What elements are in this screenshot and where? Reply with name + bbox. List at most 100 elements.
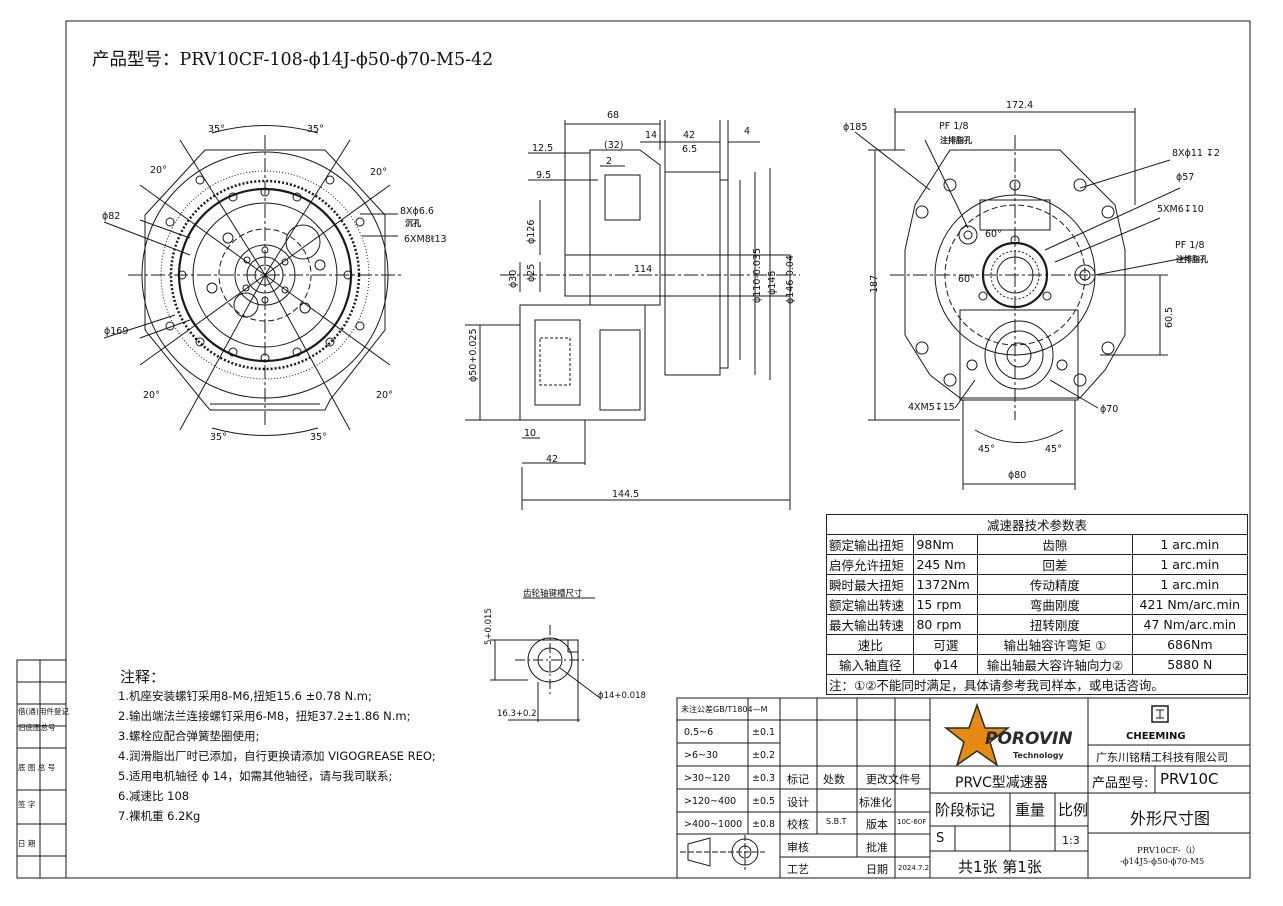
dimension-label: ϕ30 (508, 270, 519, 288)
cell-text: 日期 (866, 863, 888, 876)
spec-footnote: 注：①②不能同时满足，具体请参考我司样本，或电话咨询。 (826, 674, 1248, 695)
side-view (465, 120, 800, 510)
tolerance-range: >120~400 (684, 796, 737, 807)
spec-cell: 扭转刚度 (977, 614, 1133, 635)
angle-label: 20° (376, 390, 393, 401)
tolerance-range: 0.5~6 (684, 727, 714, 738)
spec-cell: 额定输出转速 (825, 594, 915, 615)
dimension-label: 45° (978, 444, 995, 455)
spec-cell: ϕ14 (913, 654, 979, 675)
cell-text: 校核 (787, 818, 809, 831)
title-block-grid (676, 697, 1251, 879)
dimension-label: 68 (607, 110, 619, 121)
spec-cell: 输出轴容许弯矩 ① (977, 634, 1133, 655)
spec-cell: 1 arc.min (1131, 554, 1249, 575)
spec-cell: 1372Nm (913, 574, 979, 595)
drawing-name: 外形尺寸图 (1130, 809, 1211, 828)
spec-cell: 可選 (913, 634, 979, 655)
spec-cell: 瞬时最大扭矩 (825, 574, 915, 595)
spec-cell: 最大输出转速 (825, 614, 915, 635)
spec-cell: 输出轴最大容许轴向力② (977, 654, 1133, 675)
cell-text: 标记 (787, 773, 809, 786)
spec-cell: 弯曲刚度 (977, 594, 1133, 615)
dimension-label: 8Xϕ6.6 (400, 206, 434, 217)
notes-title: 注释： (120, 668, 166, 686)
left-strip-frame (16, 659, 67, 879)
dimension-label: 45° (1045, 444, 1062, 455)
dimension-label: 172.4 (1006, 100, 1033, 111)
dimension-label: 5+0.015 (484, 608, 494, 645)
tolerance-value: ±0.1 (752, 727, 776, 738)
dimension-label: 注排脂孔 (940, 135, 972, 145)
dimension-label: 42 (546, 454, 558, 465)
dimension-label: ϕ70 (1100, 404, 1118, 415)
cell-text: 处数 (823, 773, 845, 786)
cell-text: 审核 (787, 841, 809, 854)
spec-cell: 额定输出扭矩 (825, 534, 915, 555)
dimension-label: ϕ169 (104, 326, 128, 337)
tolerance-range: >6~30 (684, 750, 719, 761)
cell-text: 标准化 (859, 796, 892, 809)
strip-label: 签 字 (18, 800, 36, 809)
note-item: 3.螺栓应配合弹簧垫圈使用; (118, 729, 260, 743)
tolerance-value: ±0.3 (752, 773, 776, 784)
part-no-1: PRV10CF-（i） (1137, 846, 1201, 856)
dimension-label: 4XM5↧15 (908, 402, 955, 413)
spec-cell: 1 arc.min (1131, 574, 1249, 595)
dimension-label: ϕ50+0.025 (468, 328, 479, 382)
cell-text: 重量 (1015, 801, 1046, 819)
logo-sub: Technology (1013, 751, 1064, 760)
spec-cell: 回差 (977, 554, 1133, 575)
dimension-label: 42 (683, 130, 695, 141)
spec-table-title: 减速器技术参数表 (826, 514, 1248, 535)
tolerance-value: ±0.8 (752, 819, 776, 830)
keyway-title: 齿轮轴键槽尺寸 (523, 588, 583, 599)
dimension-label: PF 1/8 (1175, 240, 1205, 251)
dimension-label: (32) (604, 140, 624, 151)
dimension-label: ϕ185 (843, 122, 867, 133)
cell-text: S.B.T (826, 817, 847, 826)
dimension-label: ϕ110-0.035 (752, 248, 763, 303)
strip-label: 日 期 (18, 839, 36, 848)
projection-symbol-icon (680, 835, 765, 870)
angle-label: 35° (307, 124, 324, 135)
cell-text: S (936, 831, 945, 846)
angle-label: 35° (310, 432, 327, 443)
note-item: 7.裸机重 6.2Kg (118, 809, 201, 823)
note-item: 4.润滑脂出厂时已添加，自行更换请添加 VIGOGREASE REO; (118, 749, 436, 763)
spec-cell: 启停允许扭矩 (825, 554, 915, 575)
model-value: PRV10C (1160, 770, 1219, 788)
dimension-label: ϕ82 (102, 211, 120, 222)
product-model-title: 产品型号：PRV10CF-108-ϕ14J-ϕ50-ϕ70-M5-42 (92, 50, 494, 70)
rear-view (854, 108, 1191, 490)
dimension-label: ϕ146-0.04 (785, 255, 796, 304)
dimension-label: 14 (645, 130, 657, 141)
product-name: PRVC型减速器 (955, 775, 1048, 791)
spec-cell: 输入轴直径 (825, 654, 915, 675)
front-view (103, 125, 402, 436)
tolerance-header: 未注公差GB/T1804—M (681, 705, 768, 714)
cell-text: 10C-60F (897, 818, 927, 826)
cheeming-logo-icon (1151, 705, 1169, 723)
angle-label: 20° (370, 167, 387, 178)
note-item: 5.适用电机轴径 ϕ 14，如需其他轴径，请与我司联系; (118, 769, 393, 783)
spec-cell: 齿隙 (977, 534, 1133, 555)
dimension-label: 9.5 (536, 170, 551, 181)
dimension-label: PF 1/8 (939, 121, 969, 132)
tolerance-range: >400~1000 (684, 819, 743, 830)
dimension-label: 2 (606, 156, 612, 167)
strip-label: 借(通)用件登记 (18, 707, 69, 716)
angle-label: 20° (143, 390, 160, 401)
strip-label: 旧底图总号 (18, 723, 56, 732)
cell-text: 1:3 (1062, 834, 1080, 847)
dimension-label: 187 (869, 275, 880, 293)
spec-cell: 速比 (825, 634, 915, 655)
dimension-label: 114 (634, 264, 652, 275)
spec-cell: 686Nm (1131, 634, 1249, 655)
angle-label: 35° (210, 432, 227, 443)
spec-cell: 5880 N (1131, 654, 1249, 675)
